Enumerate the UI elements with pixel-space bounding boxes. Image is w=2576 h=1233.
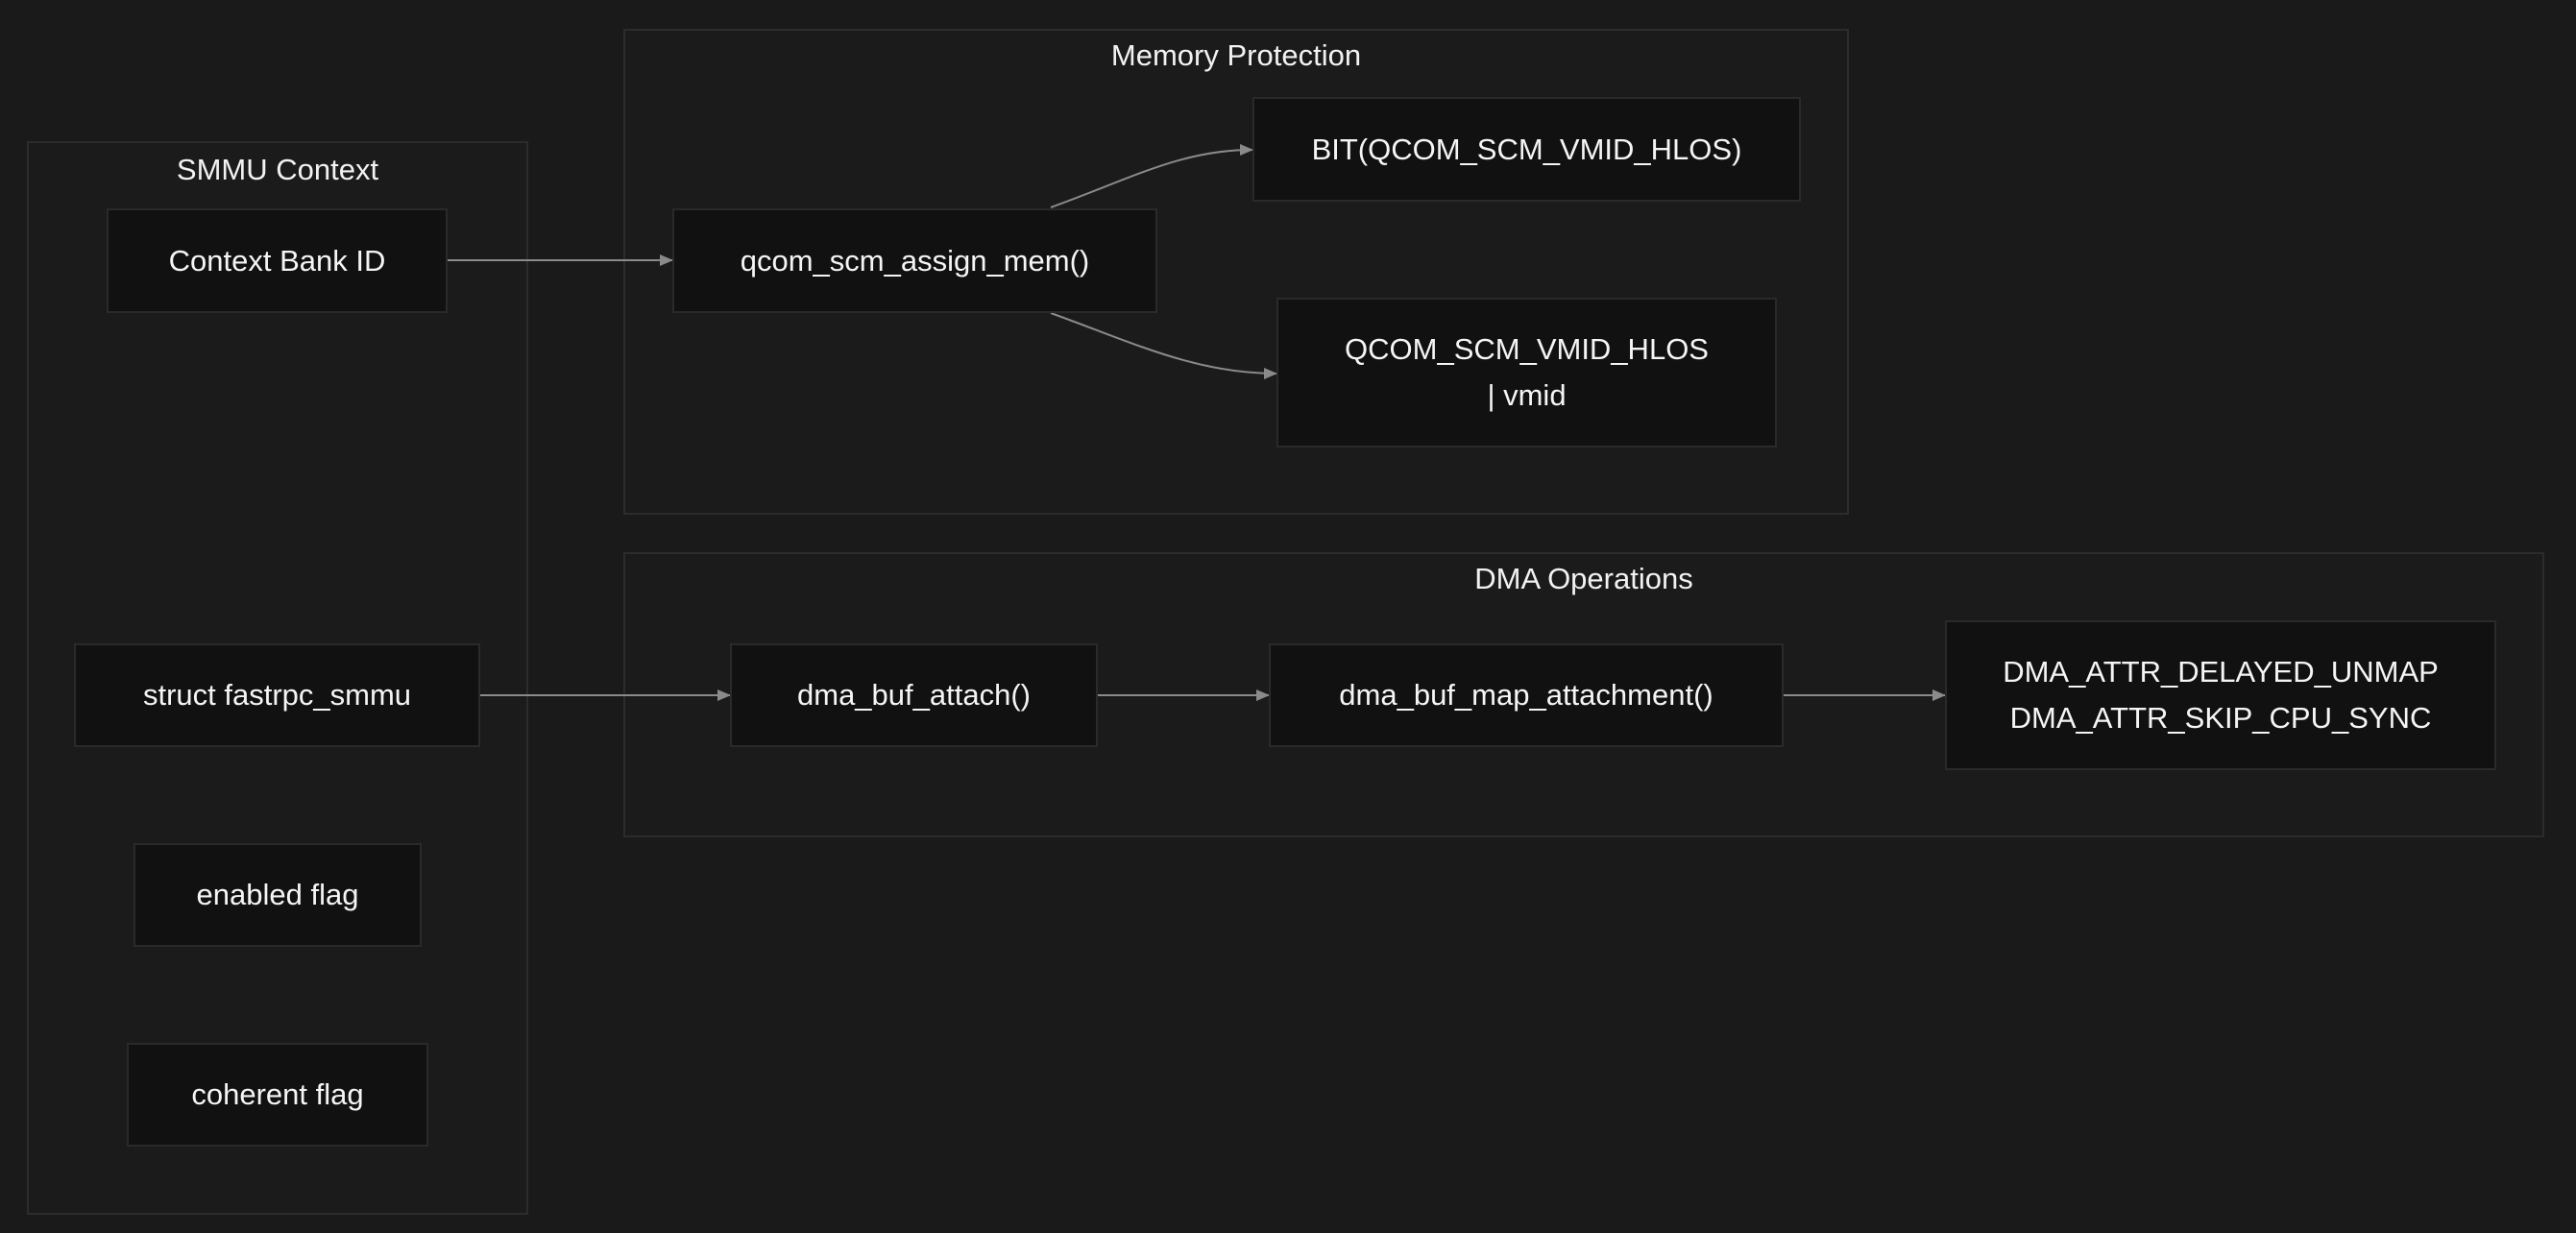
dma-operations-title: DMA Operations	[1474, 562, 1693, 595]
vmid-hlos-or-vmid-node-label-2: | vmid	[1487, 378, 1567, 412]
context-bank-id-node-label-1: Context Bank ID	[168, 243, 386, 278]
bit-vmid-hlos-node[interactable]: BIT(QCOM_SCM_VMID_HLOS)	[1252, 97, 1801, 202]
dma-buf-map-attachment-node-label-1: dma_buf_map_attachment()	[1339, 678, 1713, 712]
coherent-flag-node-label-1: coherent flag	[191, 1077, 364, 1111]
vmid-hlos-or-vmid-node[interactable]: QCOM_SCM_VMID_HLOS | vmid	[1276, 298, 1777, 447]
dma-attrs-node-label-1: DMA_ATTR_DELAYED_UNMAP	[2003, 655, 2439, 689]
bit-vmid-hlos-node-label-1: BIT(QCOM_SCM_VMID_HLOS)	[1311, 132, 1742, 166]
dma-attrs-node-label-2: DMA_ATTR_SKIP_CPU_SYNC	[2009, 701, 2432, 735]
qcom-scm-assign-mem-node-label-1: qcom_scm_assign_mem()	[740, 243, 1090, 278]
smmu-context-title: SMMU Context	[176, 153, 379, 186]
struct-fastrpc-smmu-node-label-1: struct fastrpc_smmu	[142, 678, 412, 712]
enabled-flag-node[interactable]: enabled flag	[134, 843, 422, 947]
coherent-flag-node[interactable]: coherent flag	[127, 1043, 428, 1147]
dma-attrs-node[interactable]: DMA_ATTR_DELAYED_UNMAP DMA_ATTR_SKIP_CPU_…	[1945, 620, 2496, 770]
dma-buf-attach-node[interactable]: dma_buf_attach()	[730, 643, 1098, 747]
enabled-flag-node-label-1: enabled flag	[196, 878, 359, 911]
dma-buf-map-attachment-node[interactable]: dma_buf_map_attachment()	[1269, 643, 1784, 747]
vmid-hlos-or-vmid-node-label-1: QCOM_SCM_VMID_HLOS	[1345, 332, 1709, 366]
dma-buf-attach-node-label-1: dma_buf_attach()	[797, 678, 1031, 712]
struct-fastrpc-smmu-node[interactable]: struct fastrpc_smmu	[74, 643, 480, 747]
context-bank-id-node[interactable]: Context Bank ID	[107, 208, 448, 313]
qcom-scm-assign-mem-node[interactable]: qcom_scm_assign_mem()	[672, 208, 1157, 313]
memory-protection-title: Memory Protection	[1110, 38, 1362, 72]
